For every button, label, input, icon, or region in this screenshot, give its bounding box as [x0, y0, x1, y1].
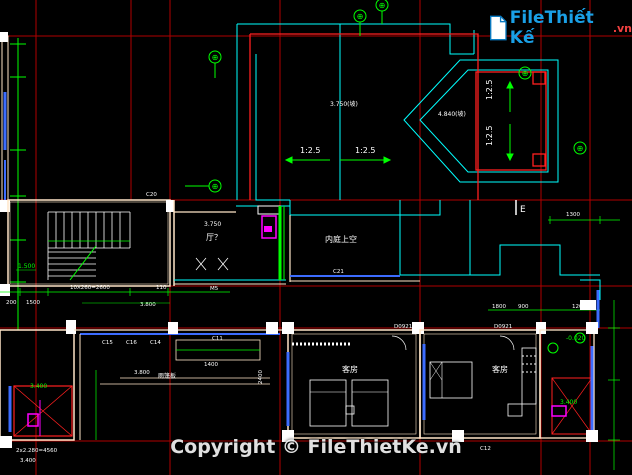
- room-hall: 厅？: [206, 233, 222, 242]
- guest-room-2: 客房 D0921: [419, 322, 546, 442]
- roof-note-1: 3.750(坡): [330, 100, 358, 108]
- axis-mark-4: ⊕: [522, 69, 529, 78]
- slope-label-d: 1:2.5: [485, 125, 494, 146]
- door-2: D0921: [494, 324, 512, 330]
- dim-2400: 2400: [258, 370, 264, 384]
- stair-room: 1.500: [0, 199, 174, 296]
- right-top-dim-text: 1300 900 1800 1200: [492, 212, 586, 310]
- bath-block: 3.400 2x2.280=4560 3.400: [0, 320, 76, 464]
- axis-mark-5: ⊕: [577, 144, 584, 153]
- dim-200: 200: [6, 300, 17, 306]
- room-guest-2: 客房: [492, 364, 508, 374]
- copyright-watermark: Copyright © FileThietKe.vn: [170, 436, 462, 458]
- slope-labels: 1:2.5 1:2.5 1:2.5 1:2.5 3.750(坡) 4.840(坡…: [300, 79, 494, 155]
- stair-dimension: [0, 288, 230, 296]
- marker-e: E: [520, 205, 526, 215]
- dim-1800: 1800: [492, 304, 506, 310]
- left-wall-strip: [0, 32, 10, 212]
- file-logo-icon: [490, 15, 507, 41]
- left-dimension-column: [10, 38, 26, 330]
- win-c14: C14: [150, 340, 161, 346]
- rain-label: 雨篷板: [158, 372, 176, 380]
- bottom-note: 2x2.280=4560: [16, 448, 58, 454]
- win-c16: C16: [126, 340, 137, 346]
- level-a: 3.750: [204, 221, 221, 228]
- win-c12: C12: [480, 446, 491, 452]
- dim-1500: 1500: [26, 300, 40, 306]
- win-c21: C21: [333, 269, 344, 275]
- win-c11: C11: [212, 336, 223, 342]
- room-guest-1: 客房: [342, 364, 358, 374]
- inner-courtyard: 内庭上空 C21: [289, 215, 420, 282]
- corridor: C15 C16 C14 C11 3.800 1400 雨篷板 3.800 240…: [74, 302, 290, 440]
- guest-room-1: 客房 D0921 C12: [282, 322, 491, 452]
- roof-note-2: 4.840(坡): [438, 110, 466, 118]
- axis-markers: [185, 0, 587, 354]
- right-bath: 3.400 -0.020: [539, 322, 598, 442]
- dim-1200: 1200: [572, 304, 586, 310]
- axis-mark-6: ⊕: [212, 182, 219, 191]
- m5-label: M5: [210, 286, 219, 292]
- watermark-logo: FileThiết Kế .vn: [488, 8, 632, 48]
- dim-1300: 1300: [566, 212, 580, 218]
- dim-stair: 10X260=2600: [70, 285, 110, 291]
- stair-dimension-text: 10X260=2600 1500 200 110 C20: [6, 192, 167, 306]
- dim-1400: 1400: [204, 362, 218, 368]
- door-1: D0921: [394, 324, 412, 330]
- duct-box: [257, 205, 285, 280]
- e-marker: E: [515, 200, 526, 215]
- level-canopy: 3.800: [134, 370, 150, 376]
- logo-suffix: .vn: [612, 21, 632, 35]
- win-c20: C20: [146, 192, 157, 198]
- axis-mark-2: ⊕: [357, 12, 364, 21]
- dim-900: 900: [518, 304, 529, 310]
- level-e: -0.020: [566, 335, 586, 342]
- room-inner: 内庭上空: [325, 234, 357, 244]
- roof-outline: [236, 23, 601, 300]
- level-b: 3.800: [140, 302, 156, 308]
- win-c15: C15: [102, 340, 113, 346]
- slope-label-c: 1:2.5: [485, 79, 494, 100]
- axis-mark-1: ⊕: [379, 1, 386, 10]
- dim-110: 110: [156, 285, 167, 291]
- axis-marker-glyphs: ⊕ ⊕ ⊕ ⊕ ⊕ ⊕: [212, 1, 584, 191]
- bottom-note2: 3.400: [20, 458, 36, 464]
- slope-label-a: 1:2.5: [300, 146, 321, 155]
- axis-mark-3: ⊕: [212, 53, 219, 62]
- hall-room: 厅？ 3.750 M5: [173, 200, 286, 292]
- level-c: 3.400: [30, 383, 47, 390]
- slope-arrows: [284, 80, 514, 164]
- stair-level: 1.500: [18, 263, 35, 270]
- logo-text: FileThiết Kế: [509, 8, 594, 48]
- level-d: 3.400: [560, 399, 577, 406]
- slope-label-b: 1:2.5: [355, 146, 376, 155]
- right-dimension-column: [608, 300, 620, 470]
- roof-red-walls: [249, 33, 547, 200]
